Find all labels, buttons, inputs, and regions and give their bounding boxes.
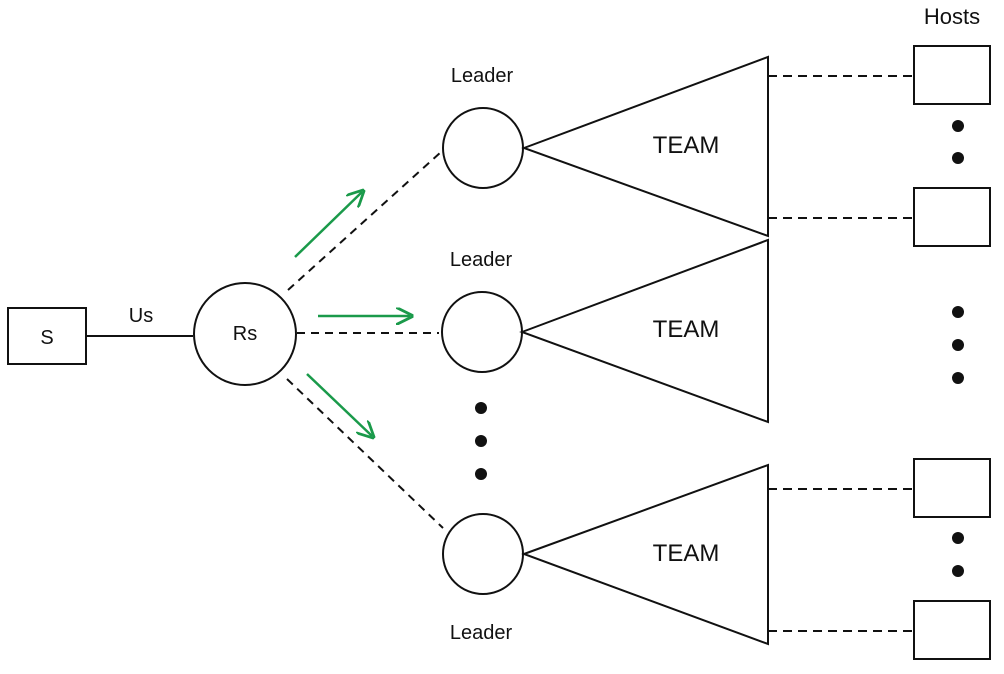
leader-gap-dot bbox=[475, 468, 487, 480]
host-node bbox=[913, 45, 991, 105]
team-mid-label: TEAM bbox=[653, 316, 720, 343]
source-label: S bbox=[40, 327, 53, 349]
relay-to-leader-bot-edge bbox=[286, 378, 444, 529]
relay-node bbox=[193, 282, 297, 386]
team-bot-label: TEAM bbox=[653, 540, 720, 567]
host-gap-dot bbox=[952, 565, 964, 577]
leader-gap-dot bbox=[475, 402, 487, 414]
host-gap-dot bbox=[952, 120, 964, 132]
team-top-label: TEAM bbox=[653, 132, 720, 159]
leader-mid-label: Leader bbox=[450, 249, 513, 271]
leader-bot-node bbox=[442, 513, 524, 595]
relay-to-leader-top-edge bbox=[287, 151, 442, 291]
host-node bbox=[913, 187, 991, 247]
arrow-down bbox=[306, 373, 372, 436]
host-gap-dot bbox=[952, 339, 964, 351]
leader-top-node bbox=[442, 107, 524, 189]
host-node bbox=[913, 458, 991, 518]
uplink-label: Us bbox=[129, 305, 153, 327]
relay-label: Rs bbox=[233, 323, 257, 345]
team-bot-triangle bbox=[521, 463, 769, 646]
leader-top-label: Leader bbox=[451, 65, 514, 87]
leader-mid-node bbox=[441, 291, 523, 373]
leader-bot-label: Leader bbox=[450, 622, 513, 644]
team-top-triangle bbox=[521, 55, 769, 238]
arrow-up bbox=[294, 192, 362, 258]
hosts-label: Hosts bbox=[924, 4, 980, 29]
host-node bbox=[913, 600, 991, 660]
host-gap-dot bbox=[952, 372, 964, 384]
team-mid-triangle bbox=[519, 238, 769, 424]
leader-gap-dot bbox=[475, 435, 487, 447]
host-gap-dot bbox=[952, 152, 964, 164]
host-gap-dot bbox=[952, 306, 964, 318]
host-gap-dot bbox=[952, 532, 964, 544]
